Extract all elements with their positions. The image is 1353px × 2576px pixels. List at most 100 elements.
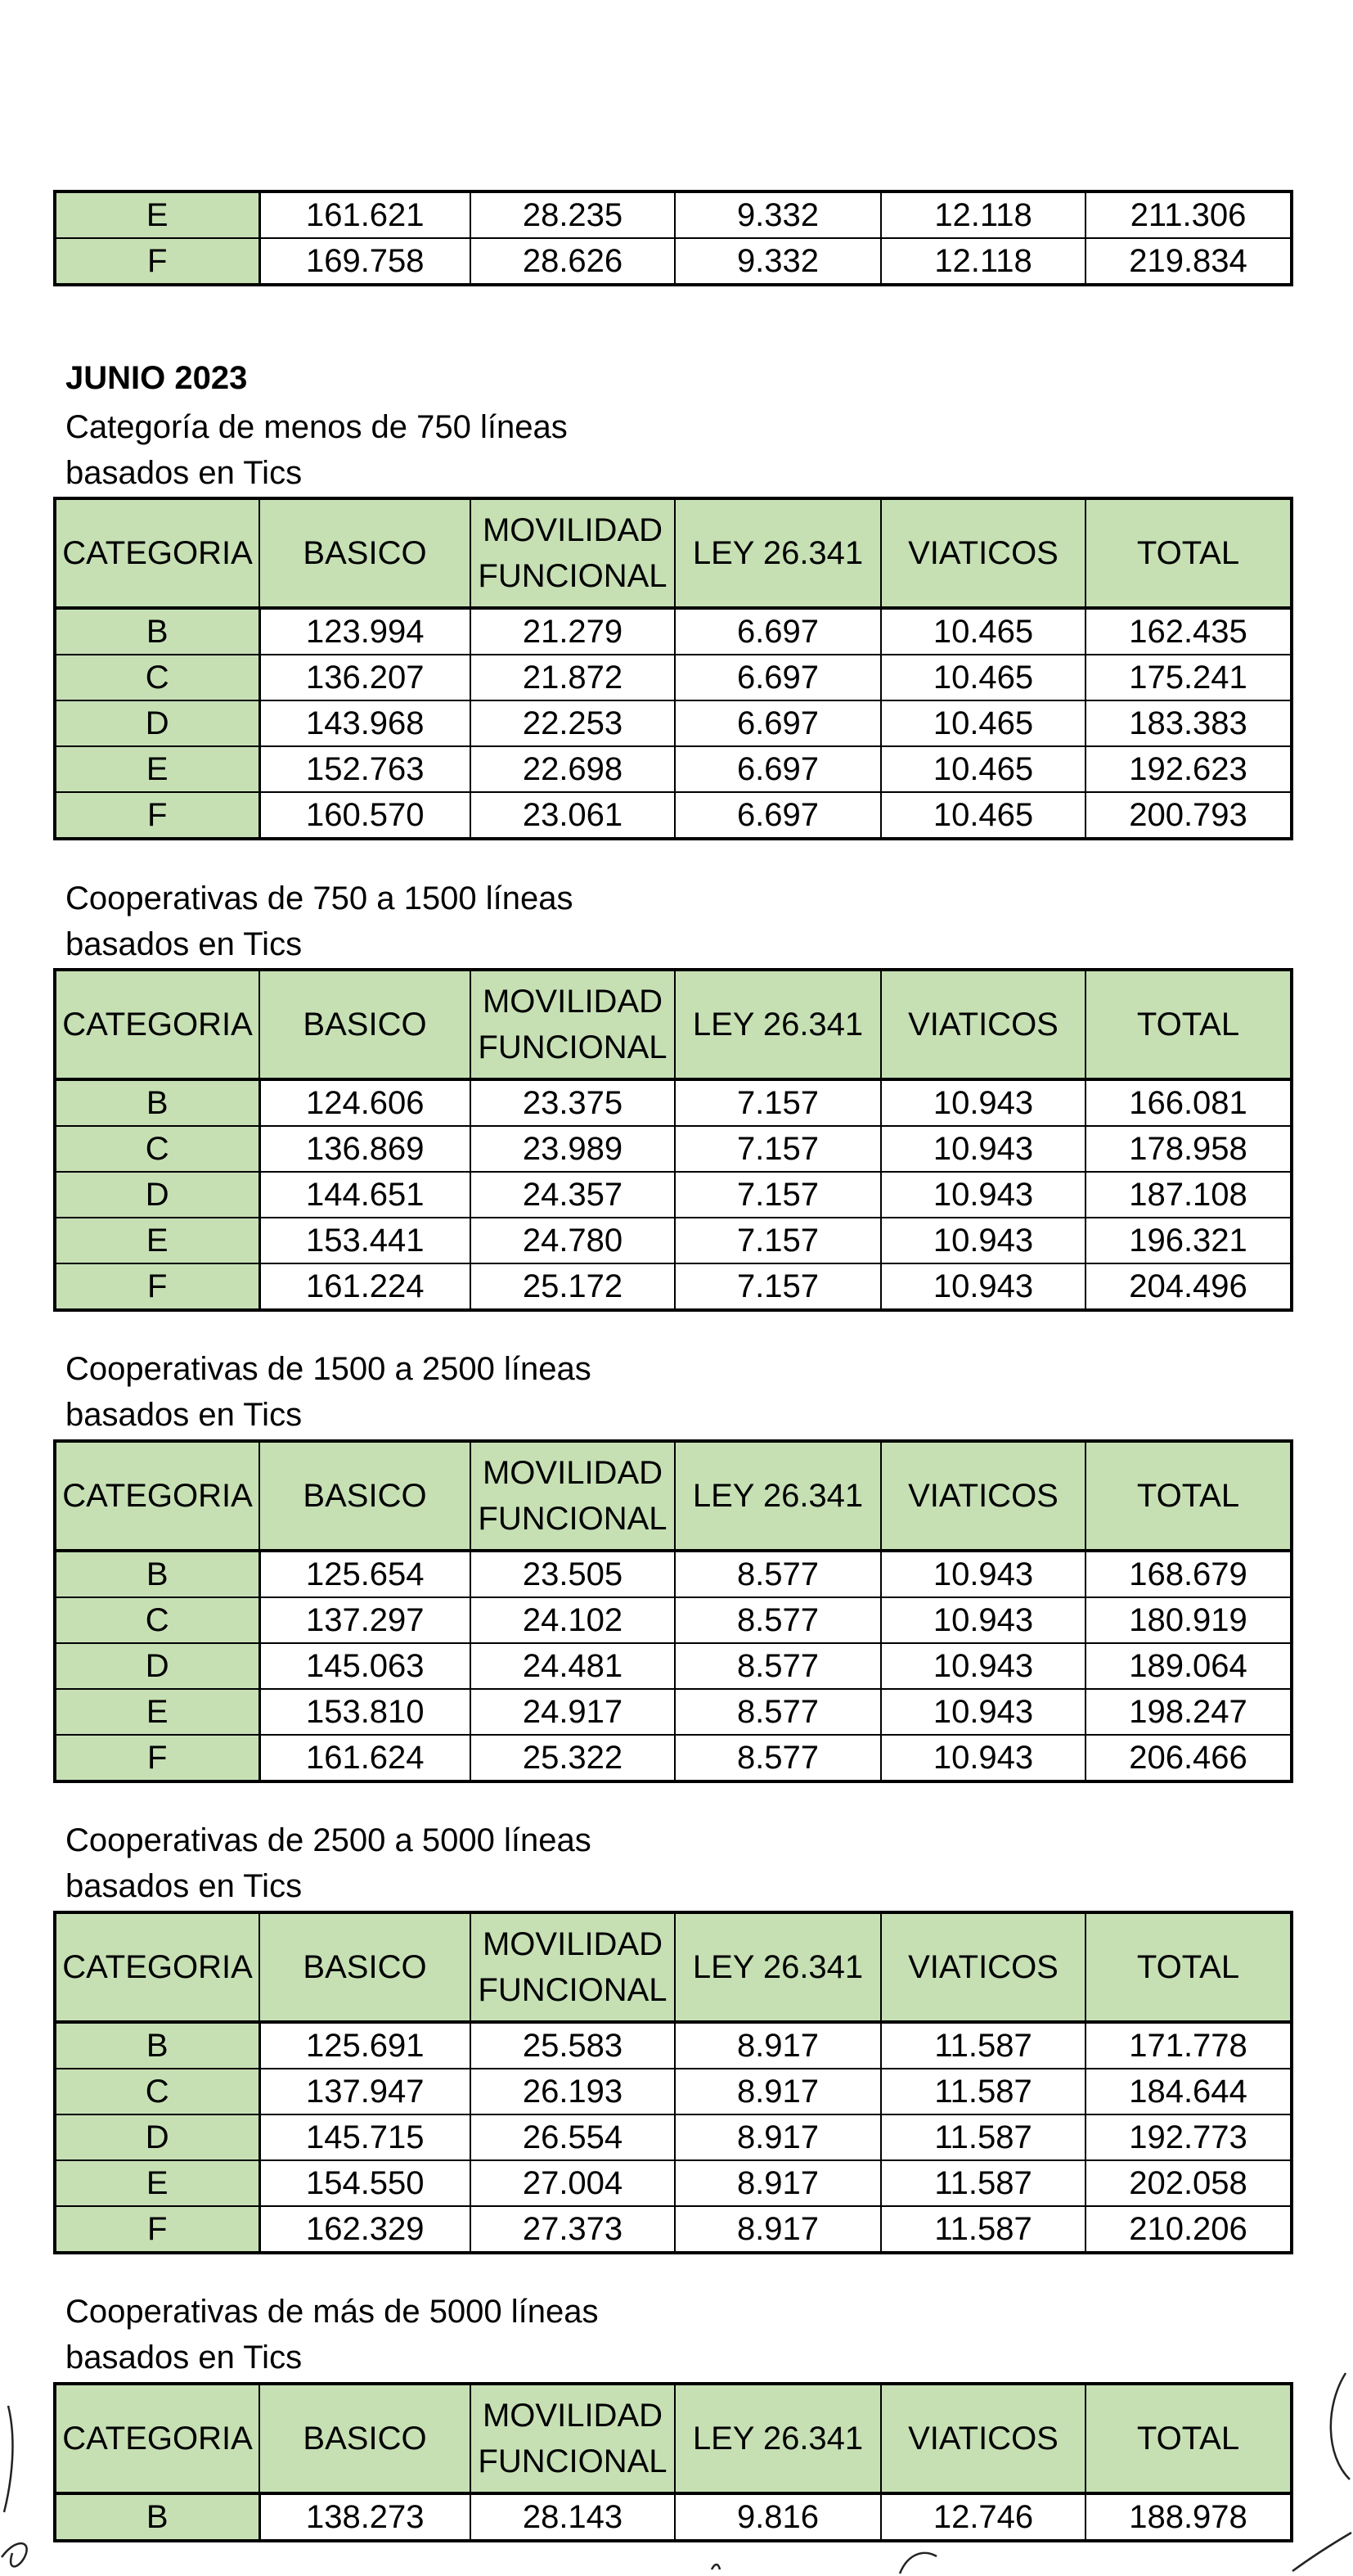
value-cell: 200.793 xyxy=(1085,791,1292,840)
value-cell: 12.118 xyxy=(880,237,1086,286)
value-cell: 137.947 xyxy=(258,2068,471,2115)
value-cell: 10.465 xyxy=(880,654,1086,701)
value-cell: 10.943 xyxy=(880,1263,1086,1311)
value-cell: 145.715 xyxy=(258,2114,471,2161)
value-cell: 124.606 xyxy=(258,1079,471,1127)
category-cell: E xyxy=(54,745,261,793)
value-cell: 125.691 xyxy=(258,2021,471,2069)
value-cell: 9.816 xyxy=(674,2493,882,2542)
column-header: BASICO xyxy=(258,1912,471,2023)
column-header: VIATICOS xyxy=(880,1440,1086,1551)
value-cell: 184.644 xyxy=(1085,2068,1292,2115)
caption-line-1: Cooperativas de más de 5000 líneas xyxy=(65,2294,599,2330)
value-cell: 211.306 xyxy=(1085,191,1292,239)
value-cell: 10.943 xyxy=(880,1079,1086,1127)
value-cell: 9.332 xyxy=(674,237,882,286)
value-cell: 11.587 xyxy=(880,2021,1086,2069)
value-cell: 180.919 xyxy=(1085,1596,1292,1644)
value-cell: 8.917 xyxy=(674,2205,882,2254)
value-cell: 28.626 xyxy=(470,237,676,286)
value-cell: 161.624 xyxy=(258,1734,471,1782)
value-cell: 196.321 xyxy=(1085,1217,1292,1264)
value-cell: 189.064 xyxy=(1085,1642,1292,1690)
value-cell: 175.241 xyxy=(1085,654,1292,701)
value-cell: 28.235 xyxy=(470,191,676,239)
value-cell: 8.917 xyxy=(674,2021,882,2069)
value-cell: 10.943 xyxy=(880,1596,1086,1644)
value-cell: 7.157 xyxy=(674,1263,882,1311)
column-header: LEY 26.341 xyxy=(674,1440,882,1551)
category-cell: B xyxy=(54,607,261,655)
value-cell: 7.157 xyxy=(674,1171,882,1218)
value-cell: 162.329 xyxy=(258,2205,471,2254)
value-cell: 24.481 xyxy=(470,1642,676,1690)
value-cell: 204.496 xyxy=(1085,1263,1292,1311)
value-cell: 6.697 xyxy=(674,654,882,701)
value-cell: 21.279 xyxy=(470,607,676,655)
value-cell: 10.465 xyxy=(880,791,1086,840)
value-cell: 7.157 xyxy=(674,1125,882,1173)
column-header: TOTAL xyxy=(1085,969,1292,1080)
value-cell: 154.550 xyxy=(258,2159,471,2207)
signature-mark-bottom xyxy=(710,2551,937,2574)
value-cell: 27.373 xyxy=(470,2205,676,2254)
value-cell: 10.943 xyxy=(880,1171,1086,1218)
category-cell: D xyxy=(54,700,261,747)
value-cell: 9.332 xyxy=(674,191,882,239)
value-cell: 152.763 xyxy=(258,745,471,793)
category-cell: C xyxy=(54,1125,261,1173)
value-cell: 123.994 xyxy=(258,607,471,655)
value-cell: 25.583 xyxy=(470,2021,676,2069)
value-cell: 136.869 xyxy=(258,1125,471,1173)
category-cell: E xyxy=(54,2159,261,2207)
value-cell: 6.697 xyxy=(674,607,882,655)
table-caption: Cooperativas de 2500 a 5000 líneas basad… xyxy=(65,1817,591,1909)
caption-line-1: Cooperativas de 2500 a 5000 líneas xyxy=(65,1822,591,1858)
caption-line-2: basados en Tics xyxy=(65,455,303,491)
signature-mark-left xyxy=(0,2405,28,2568)
value-cell: 162.435 xyxy=(1085,607,1292,655)
value-cell: 219.834 xyxy=(1085,237,1292,286)
value-cell: 8.917 xyxy=(674,2159,882,2207)
value-cell: 202.058 xyxy=(1085,2159,1292,2207)
value-cell: 8.577 xyxy=(674,1642,882,1690)
value-cell: 145.063 xyxy=(258,1642,471,1690)
column-header: TOTAL xyxy=(1085,498,1292,609)
category-cell: B xyxy=(54,1550,261,1598)
column-header: BASICO xyxy=(258,1440,471,1551)
category-cell: C xyxy=(54,654,261,701)
value-cell: 21.872 xyxy=(470,654,676,701)
value-cell: 8.917 xyxy=(674,2114,882,2161)
caption-line-1: Categoría de menos de 750 líneas xyxy=(65,409,568,445)
column-header: CATEGORIA xyxy=(54,1440,260,1551)
category-cell: F xyxy=(54,791,261,840)
value-cell: 26.193 xyxy=(470,2068,676,2115)
caption-line-2: basados en Tics xyxy=(65,2340,303,2376)
value-cell: 8.577 xyxy=(674,1688,882,1736)
value-cell: 188.978 xyxy=(1085,2493,1292,2542)
